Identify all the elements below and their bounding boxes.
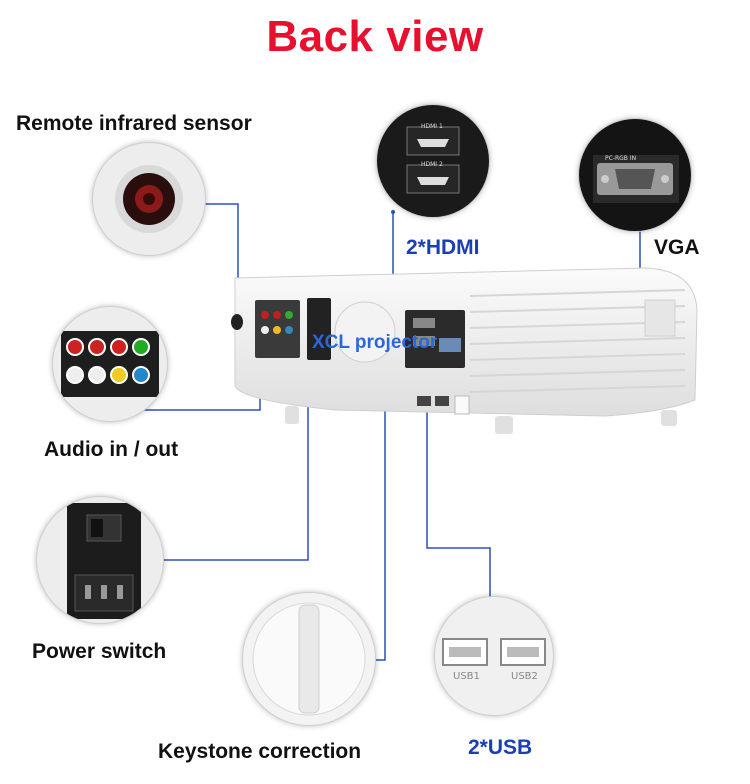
usb1-port-label: USB1 [453,671,480,682]
label-keystone: Keystone correction [158,740,362,763]
infrared-sensor-icon [115,165,183,233]
vga-port-detail: PC-RGB IN [578,118,692,232]
page-title: Back view [266,12,484,61]
projector-body [231,267,698,434]
hdmi-ports-detail: HDMI 1 HDMI 2 [376,104,490,218]
power-switch-detail [36,496,164,624]
label-remote-sensor: Remote infrared sensor [16,112,252,135]
label-power: Power switch [32,640,167,663]
rca-jacks-icon [61,331,159,397]
keystone-dial-icon [252,602,366,716]
keystone-detail [242,592,376,726]
audio-ports-detail [52,306,168,422]
usb-ports-icon [442,638,546,666]
label-usb: 2*USB [468,736,533,759]
label-hdmi: 2*HDMI [406,236,480,259]
vga-port-label: PC-RGB IN [605,155,637,162]
hdmi1-port-label: HDMI 1 [421,123,443,130]
label-vga: VGA [654,236,700,259]
hdmi2-port-label: HDMI 2 [421,161,443,168]
brand-label: XCL projector [312,332,438,353]
usb2-port-label: USB2 [511,671,538,682]
label-audio: Audio in / out [44,438,179,461]
usb-ports-detail: USB1 USB2 [434,596,554,716]
power-switch-icon [67,503,141,619]
vga-port-icon [593,155,679,203]
remote-sensor-detail [92,142,206,256]
hdmi-ports-icon [406,126,460,194]
